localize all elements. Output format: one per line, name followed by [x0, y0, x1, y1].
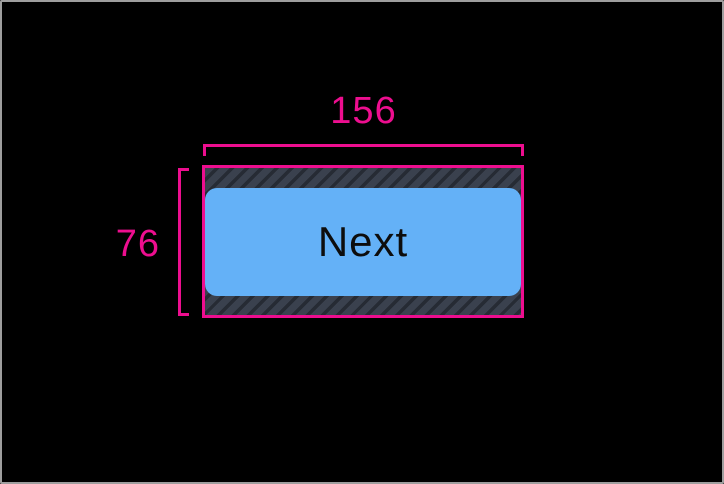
- width-dimension-label: 156: [330, 90, 397, 132]
- height-dimension-label: 76: [115, 223, 160, 265]
- touch-target-outline: Next: [202, 165, 524, 318]
- next-button-label: Next: [317, 217, 409, 265]
- width-measure-bracket-icon: [203, 144, 524, 156]
- height-measure-bracket-icon: [178, 168, 189, 316]
- next-button[interactable]: Next: [205, 187, 521, 296]
